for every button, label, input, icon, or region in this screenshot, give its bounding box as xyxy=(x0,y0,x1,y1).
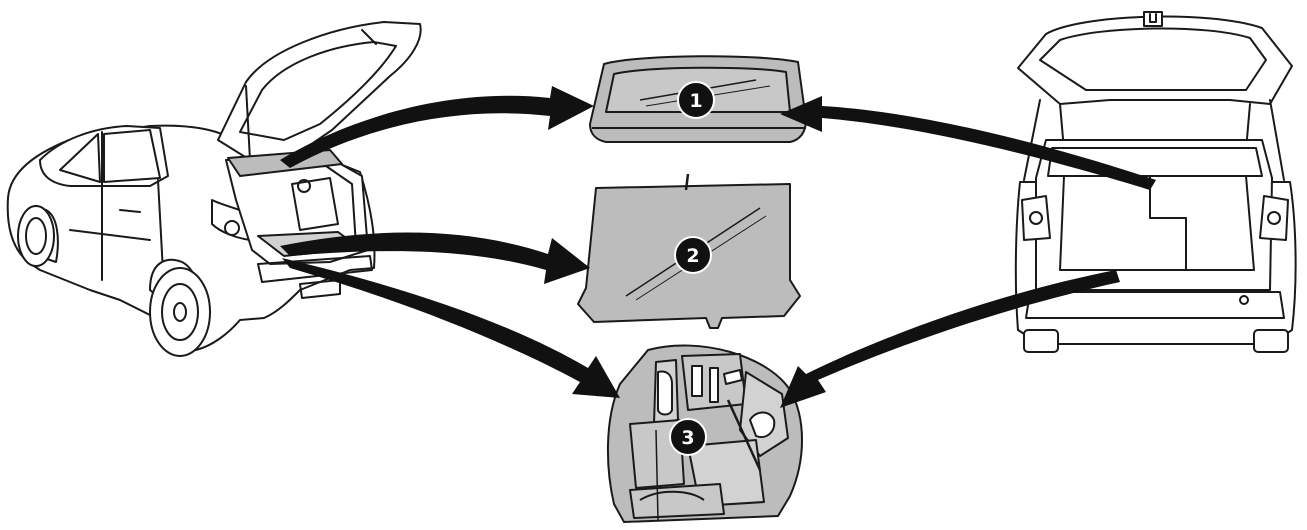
callout-2: 2 xyxy=(674,236,712,274)
callout-1: 1 xyxy=(677,81,715,119)
tool-tray-illustration xyxy=(606,344,803,523)
callout-1-badge xyxy=(677,81,715,119)
callout-2-label: 2 xyxy=(686,245,699,267)
arrow-right-to-shelf xyxy=(780,96,1156,190)
left-car-illustration xyxy=(6,21,422,357)
callout-2-badge xyxy=(674,236,712,274)
arrow-left-to-floor xyxy=(280,232,590,284)
callout-1-label: 1 xyxy=(689,90,702,112)
arrow-left-to-shelf xyxy=(280,86,594,168)
callout-3: 3 xyxy=(669,418,707,456)
callout-3-badge xyxy=(669,418,707,456)
arrows xyxy=(280,86,1156,408)
right-car-illustration xyxy=(1014,11,1297,353)
arrow-left-to-tray xyxy=(282,258,620,398)
callout-3-label: 3 xyxy=(681,427,694,449)
arrow-right-to-tray xyxy=(780,270,1120,408)
